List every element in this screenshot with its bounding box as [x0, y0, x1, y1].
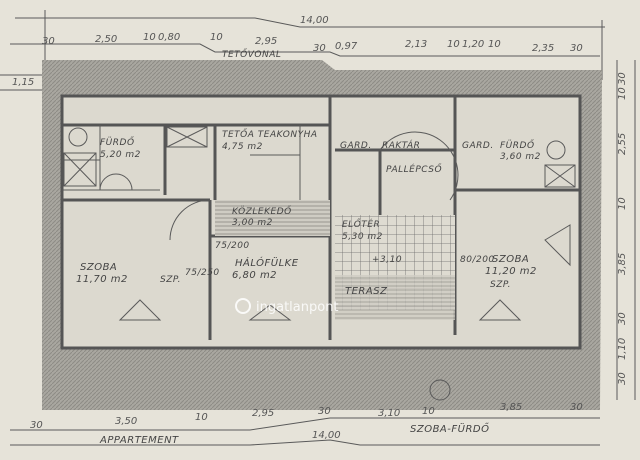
svg-text:3,60 m2: 3,60 m2	[500, 152, 541, 162]
svg-text:GARD.: GARD.	[340, 141, 372, 151]
svg-text:TETŐA TEAKONYHA: TETŐA TEAKONYHA	[222, 129, 318, 140]
svg-text:0,80: 0,80	[158, 32, 180, 43]
svg-text:SZP.: SZP.	[490, 280, 511, 290]
fixtures	[63, 126, 576, 401]
svg-text:2,35: 2,35	[532, 43, 554, 54]
svg-text:RAKTÁR: RAKTÁR	[382, 139, 420, 151]
svg-text:3,10: 3,10	[378, 408, 400, 419]
svg-text:TETŐVONAL: TETŐVONAL	[222, 49, 281, 60]
svg-text:2,95: 2,95	[255, 36, 277, 47]
right-dimensions: 30 10 2,55 10 3,85 30 1,10 30	[617, 72, 628, 385]
svg-text:ELŐTÉR: ELŐTÉR	[342, 218, 380, 230]
svg-text:2,50: 2,50	[95, 34, 117, 45]
svg-text:30: 30	[318, 406, 331, 417]
svg-text:1,20: 1,20	[462, 39, 484, 50]
svg-text:1,15: 1,15	[12, 77, 34, 88]
svg-text:30: 30	[30, 420, 43, 431]
svg-text:4,75 m2: 4,75 m2	[222, 142, 263, 152]
svg-text:14,00: 14,00	[312, 430, 341, 441]
svg-text:2,55: 2,55	[617, 133, 628, 155]
top-dimensions: 14,00 30 2,50 10 0,80 10 2,95 TETŐVONAL …	[12, 15, 583, 88]
svg-text:14,00: 14,00	[300, 15, 329, 26]
svg-text:10: 10	[422, 406, 435, 417]
svg-text:KÖZLEKEDŐ: KÖZLEKEDŐ	[232, 206, 292, 217]
svg-text:3,85: 3,85	[500, 402, 522, 413]
svg-text:10: 10	[617, 87, 628, 100]
svg-text:5,30 m2: 5,30 m2	[342, 232, 383, 242]
svg-text:HÁLÓFÜLKE: HÁLÓFÜLKE	[235, 256, 299, 269]
svg-text:11,70 m2: 11,70 m2	[76, 274, 128, 285]
svg-text:30: 30	[570, 402, 583, 413]
svg-text:30: 30	[570, 43, 583, 54]
svg-text:3,85: 3,85	[617, 253, 628, 275]
svg-text:75/250: 75/250	[185, 268, 220, 278]
svg-text:2,13: 2,13	[405, 39, 427, 50]
svg-text:SZOBA: SZOBA	[80, 262, 117, 273]
svg-text:80/200: 80/200	[460, 255, 495, 265]
svg-text:SZOBA: SZOBA	[492, 254, 529, 265]
svg-text:3,50: 3,50	[115, 416, 137, 427]
svg-text:FÜRDŐ: FÜRDŐ	[500, 140, 535, 151]
svg-text:0,97: 0,97	[335, 41, 358, 52]
svg-text:75/200: 75/200	[215, 241, 250, 251]
svg-text:1,10: 1,10	[617, 338, 628, 360]
svg-text:10: 10	[488, 39, 501, 50]
svg-text:2,95: 2,95	[252, 408, 274, 419]
svg-text:30: 30	[42, 36, 55, 47]
bottom-dimensions: 30 3,50 10 2,95 30 3,10 10 3,85 30 14,00…	[30, 402, 583, 446]
svg-text:30: 30	[617, 312, 628, 325]
svg-text:FÜRDŐ: FÜRDŐ	[100, 137, 135, 148]
svg-text:ingatlanpont: ingatlanpont	[256, 300, 339, 315]
svg-text:30: 30	[617, 372, 628, 385]
svg-text:SZP.: SZP.	[160, 275, 181, 285]
svg-text:TERASZ: TERASZ	[345, 286, 388, 297]
svg-text:11,20 m2: 11,20 m2	[485, 266, 537, 277]
svg-text:PALLÉPCSŐ: PALLÉPCSŐ	[386, 163, 442, 175]
svg-text:30: 30	[617, 72, 628, 85]
svg-text:30: 30	[313, 43, 326, 54]
svg-text:10: 10	[210, 32, 223, 43]
svg-text:3,00 m2: 3,00 m2	[232, 218, 273, 228]
terrace-floor	[335, 275, 455, 320]
svg-text:6,80 m2: 6,80 m2	[232, 270, 277, 281]
svg-text:GARD.: GARD.	[462, 141, 494, 151]
svg-text:10: 10	[617, 197, 628, 210]
svg-text:SZOBA-FÜRDŐ: SZOBA-FÜRDŐ	[410, 421, 489, 435]
dimension-lines	[0, 10, 636, 446]
watermark: ingatlanpont	[235, 298, 339, 315]
svg-text:APPARTEMENT: APPARTEMENT	[99, 435, 179, 446]
svg-text:10: 10	[143, 32, 156, 43]
svg-text:+3,10: +3,10	[372, 255, 402, 265]
svg-text:10: 10	[447, 39, 460, 50]
svg-text:10: 10	[195, 412, 208, 423]
room-labels: FÜRDŐ 5,20 m2 TETŐA TEAKONYHA 4,75 m2 KÖ…	[76, 129, 541, 297]
korridor-floor	[215, 200, 330, 236]
svg-text:5,20 m2: 5,20 m2	[100, 150, 141, 160]
